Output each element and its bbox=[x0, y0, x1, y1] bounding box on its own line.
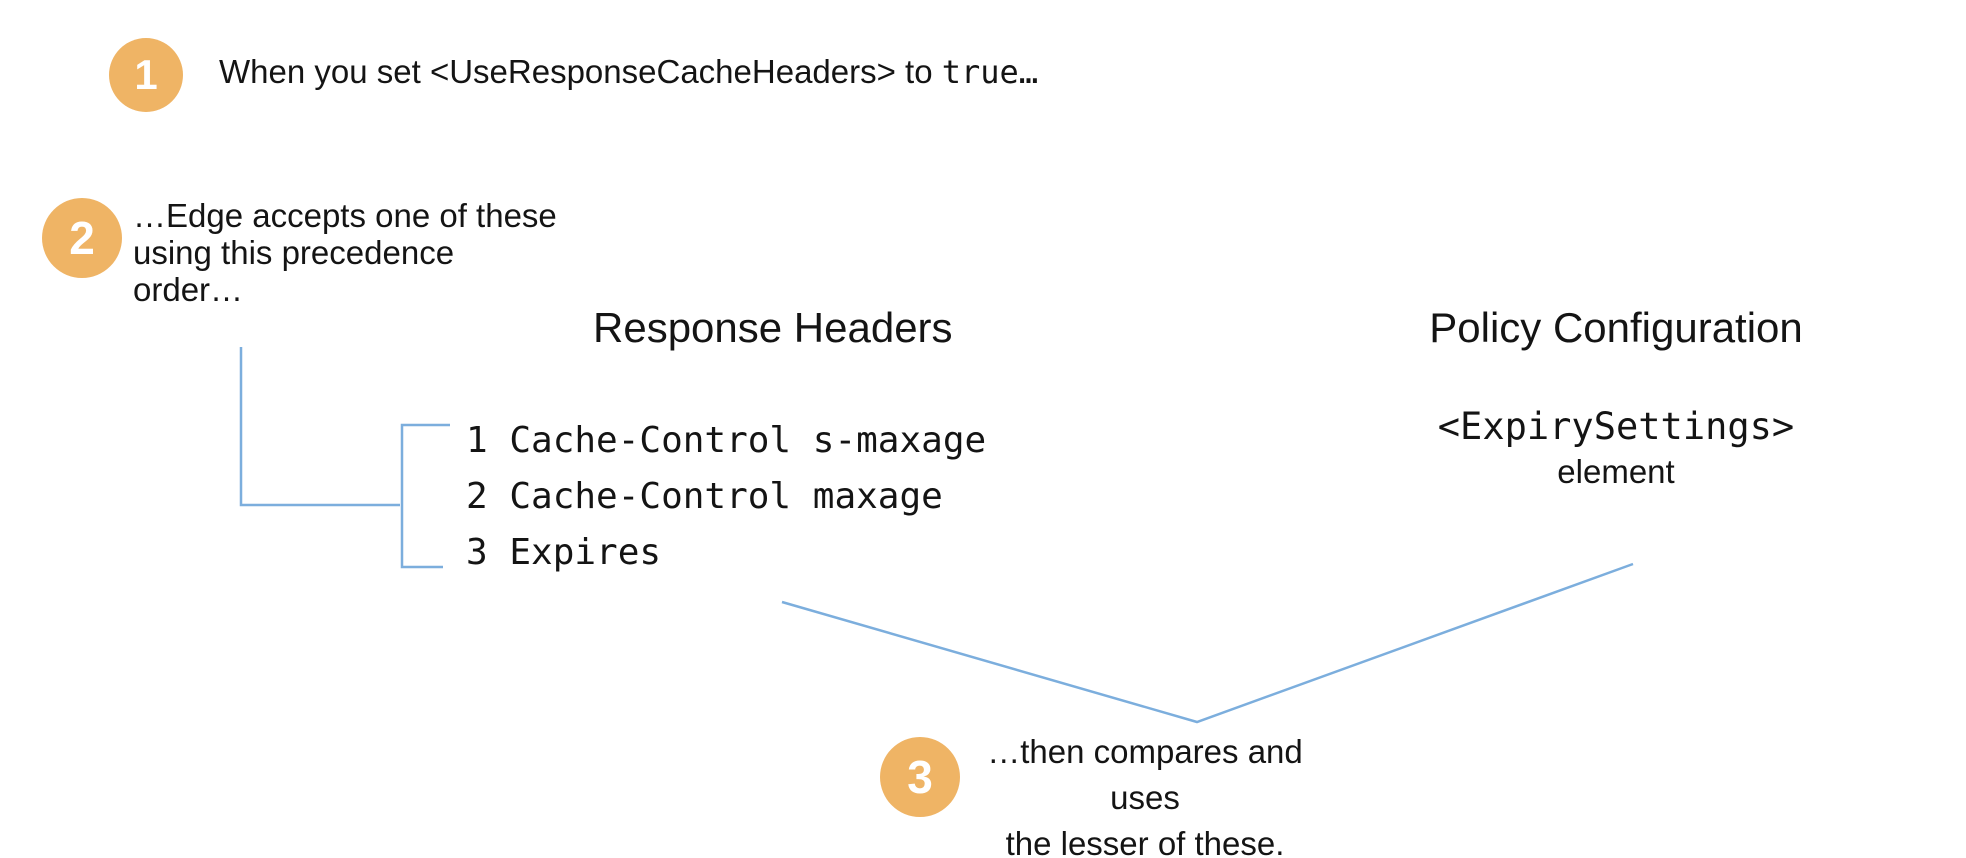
step-2-line-1: …Edge accepts one of these bbox=[133, 197, 557, 234]
step-1-text: When you set <UseResponseCacheHeaders> t… bbox=[219, 52, 1038, 92]
step-1-number: 1 bbox=[134, 51, 158, 98]
policy-configuration-title: Policy Configuration bbox=[1429, 304, 1803, 351]
step-2-text: …Edge accepts one of these using this pr… bbox=[133, 197, 557, 308]
precedence-item-2: 2 Cache-Control maxage bbox=[466, 476, 943, 517]
step-3-badge: 3 bbox=[880, 737, 960, 817]
step-3-number: 3 bbox=[907, 751, 933, 803]
precedence-item-1: 1 Cache-Control s-maxage bbox=[466, 420, 987, 461]
step-2-line-3: order… bbox=[133, 271, 244, 308]
precedence-list: 1 Cache-Control s-maxage 2 Cache-Control… bbox=[466, 413, 986, 581]
policy-configuration-code: <ExpirySettings> bbox=[1437, 405, 1795, 448]
policy-configuration-block: Policy Configuration <ExpirySettings> el… bbox=[1376, 305, 1856, 491]
step-3-text: …then compares and uses the lesser of th… bbox=[950, 729, 1340, 858]
step-1-text-code: true… bbox=[941, 53, 1039, 91]
policy-configuration-caption: element bbox=[1557, 453, 1675, 490]
step-2-number: 2 bbox=[69, 212, 95, 264]
response-headers-title: Response Headers bbox=[593, 304, 953, 351]
step-2-badge: 2 bbox=[42, 198, 122, 278]
elbow-connector-line bbox=[239, 347, 400, 507]
step-1-badge: 1 bbox=[109, 38, 183, 112]
step-3-line-1: …then compares and uses bbox=[987, 733, 1303, 816]
step-3-line-2: the lesser of these. bbox=[1005, 825, 1285, 858]
step-1-text-prefix: When you set <UseResponseCacheHeaders> t… bbox=[219, 53, 942, 90]
vee-connector-line bbox=[781, 562, 1634, 724]
step-2-line-2: using this precedence bbox=[133, 234, 455, 271]
bracket-connector-line bbox=[400, 423, 450, 569]
precedence-item-3: 3 Expires bbox=[466, 532, 662, 573]
